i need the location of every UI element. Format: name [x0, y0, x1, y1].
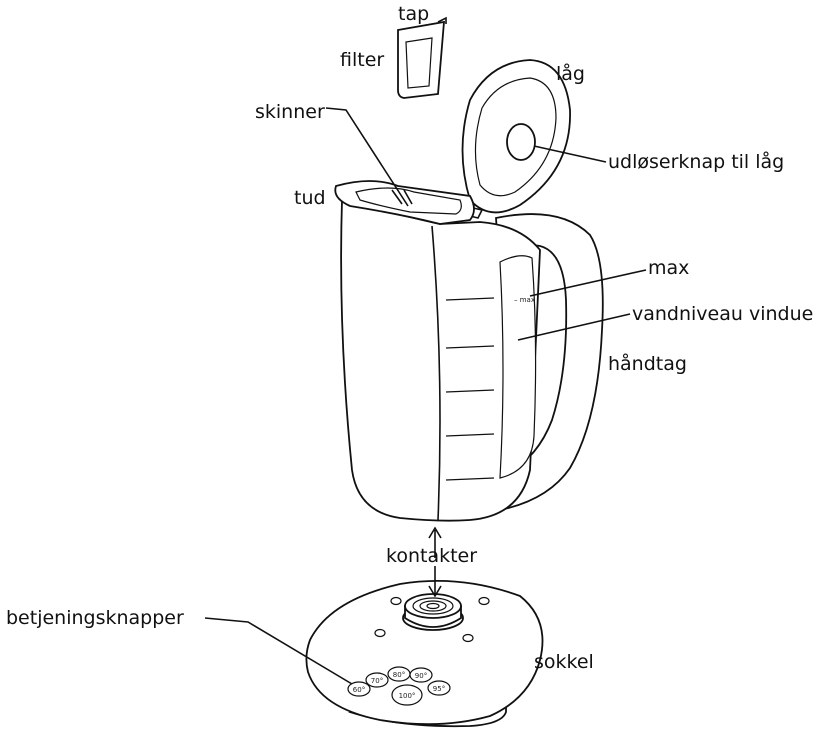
control-buttons: 60° 70° 80° 90° 95° 100°	[347, 666, 451, 706]
label-handle: håndtag	[608, 352, 687, 375]
label-tap: tap	[398, 3, 429, 25]
filter-part	[397, 16, 447, 99]
leader-lines	[204, 107, 647, 685]
label-controls: betjeningsknapper	[6, 607, 184, 629]
button-95-label: 95°	[433, 685, 445, 693]
base-part	[305, 579, 544, 728]
label-spout: tud	[294, 187, 326, 209]
lid-part	[458, 59, 571, 219]
button-90-label: 90°	[415, 672, 427, 680]
label-lid: låg	[556, 62, 585, 85]
label-rails: skinner	[255, 101, 325, 123]
button-100-label: 100°	[399, 692, 416, 700]
max-marking: – max	[514, 296, 535, 304]
button-95[interactable]: 95°	[427, 680, 451, 696]
lid-release-button	[506, 123, 536, 161]
label-base: sokkel	[534, 651, 594, 673]
button-70-label: 70°	[371, 677, 383, 685]
button-100[interactable]: 100°	[391, 684, 423, 706]
button-90[interactable]: 90°	[409, 667, 433, 683]
kettle-body: – max	[334, 180, 541, 522]
label-contacts: kontakter	[386, 545, 477, 567]
label-water-window: vandniveau vindue	[632, 303, 813, 325]
label-max: max	[648, 257, 689, 279]
button-80[interactable]: 80°	[387, 666, 411, 682]
button-60[interactable]: 60°	[347, 681, 371, 697]
button-70[interactable]: 70°	[365, 672, 389, 688]
label-lid-release: udløserknap til låg	[608, 150, 784, 173]
button-60-label: 60°	[353, 686, 365, 694]
button-80-label: 80°	[393, 671, 405, 679]
label-filter: filter	[340, 49, 384, 71]
